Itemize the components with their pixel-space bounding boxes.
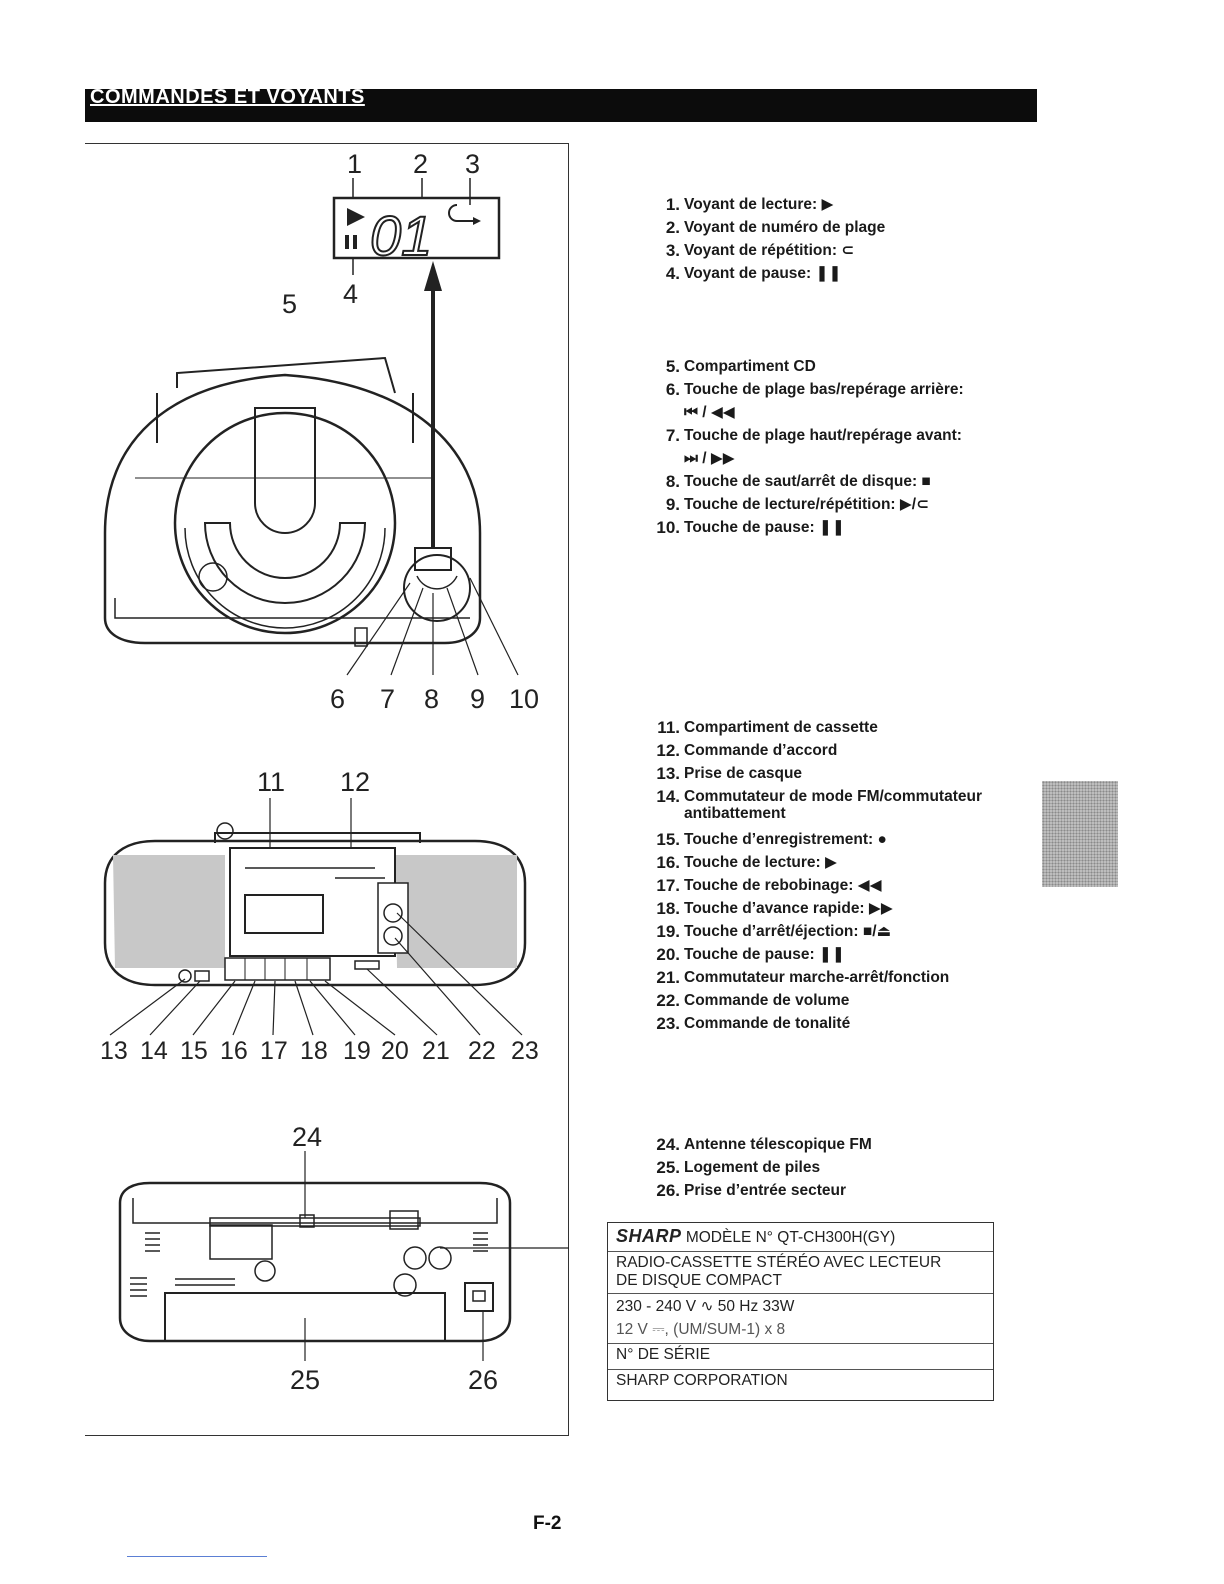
- callout-15: 15: [180, 1037, 208, 1065]
- tape-keys: [224, 957, 331, 981]
- legend-item: 6.Touche de plage bas/repérage arrière:⏮…: [665, 380, 964, 421]
- callout-3: 3: [465, 149, 480, 179]
- legend-item: 8.Touche de saut/arrêt de disque: ■: [665, 472, 931, 491]
- ac-power-rating: 230 - 240 V ∿ 50 Hz 33W: [616, 1298, 795, 1315]
- device-diagram: 01 1 2 3 4 5 6 7 8 9 10 11 12: [100, 149, 569, 1395]
- serial-number-label: N° DE SÉRIE: [616, 1346, 711, 1363]
- brand-logo: SHARP: [616, 1226, 682, 1246]
- front-view-illustration: [103, 822, 527, 987]
- ac-socket: [464, 1282, 494, 1312]
- page-number: F-2: [533, 1513, 562, 1534]
- frame-border-right: [568, 143, 569, 1436]
- legend-item: 10.Touche de pause: ❚❚: [656, 518, 845, 537]
- legend-item: 5.Compartiment CD: [665, 357, 816, 376]
- cassette-window: [244, 894, 324, 934]
- callout-9: 9: [470, 684, 485, 714]
- callout-2: 2: [413, 149, 428, 179]
- callout-20: 20: [381, 1037, 409, 1065]
- callout-14: 14: [140, 1037, 168, 1065]
- legend-item: 21.Commutateur marche-arrêt/fonction: [656, 968, 950, 987]
- lcd-display: 01: [332, 196, 501, 268]
- manufacturer: SHARP CORPORATION: [616, 1372, 788, 1389]
- legend-item: 19.Touche d’arrêt/éjection: ■/⏏: [656, 922, 892, 941]
- track-number-display: 01: [370, 204, 432, 267]
- legend-item: 17.Touche de rebobinage: ◀◀: [656, 876, 882, 895]
- legend-item: 23.Commande de tonalité: [656, 1014, 851, 1033]
- callout-6: 6: [330, 684, 345, 714]
- callout-21: 21: [422, 1037, 450, 1065]
- rating-plate: SHARP MODÈLE N° QT-CH300H(GY) RADIO-CASS…: [607, 1222, 994, 1401]
- callout-5: 5: [282, 289, 297, 319]
- callout-4: 4: [343, 279, 358, 309]
- legend-item: 13.Prise de casque: [656, 764, 803, 783]
- legend-item: 9.Touche de lecture/répétition: ▶/⊂: [665, 495, 930, 514]
- callout-8: 8: [424, 684, 439, 714]
- callout-12: 12: [340, 767, 370, 797]
- callout-7: 7: [380, 684, 395, 714]
- frame-border-top: [85, 143, 569, 144]
- callout-1: 1: [347, 149, 362, 179]
- callout-13: 13: [100, 1037, 128, 1065]
- model-number: MODÈLE N° QT-CH300H(GY): [685, 1229, 896, 1246]
- section-header-bar: [85, 89, 1037, 122]
- volume-knob: [383, 903, 403, 923]
- left-speaker-grille: [113, 855, 225, 968]
- callout-19: 19: [343, 1037, 371, 1065]
- legend-item: 15.Touche d’enregistrement: ●: [656, 830, 887, 849]
- legend-display-indicators: 1.Voyant de lecture: ▶ 2.Voyant de numér…: [642, 193, 1032, 285]
- legend-item: 18.Touche d’avance rapide: ▶▶: [656, 899, 893, 918]
- legend-item: 16.Touche de lecture: ▶: [656, 853, 837, 872]
- callout-26: 26: [468, 1365, 498, 1395]
- callout-11: 11: [257, 767, 285, 797]
- tone-knob: [383, 926, 403, 946]
- frame-border-bottom: [85, 1435, 569, 1436]
- legend-back-controls: 24.Antenne télescopique FM 25.Logement d…: [642, 1133, 1032, 1202]
- footer-rule: [127, 1556, 267, 1557]
- legend-item: 26.Prise d’entrée secteur: [656, 1181, 846, 1200]
- legend-item: 2.Voyant de numéro de plage: [665, 218, 886, 237]
- product-description-2: DE DISQUE COMPACT: [616, 1272, 782, 1289]
- cd-player-illustration: [103, 356, 482, 647]
- section-title: COMMANDES ET VOYANTS: [90, 86, 365, 108]
- legend-item: 11.Compartiment de cassette: [657, 718, 878, 737]
- right-speaker-grille: [395, 855, 517, 968]
- legend-item: 22.Commande de volume: [656, 991, 850, 1010]
- legend-front-controls: 11.Compartiment de cassette 12.Commande …: [642, 716, 1042, 1035]
- callout-22: 22: [468, 1037, 496, 1065]
- legend-item: 12.Commande d’accord: [656, 741, 838, 760]
- legend-item: 4.Voyant de pause: ❚❚: [665, 264, 842, 283]
- rating-plate-model-row: SHARP MODÈLE N° QT-CH300H(GY): [616, 1226, 895, 1247]
- legend-item: 7.Touche de plage haut/repérage avant:⏭ …: [665, 426, 962, 467]
- legend-item: 25.Logement de piles: [656, 1158, 821, 1177]
- arrow-up-icon: [424, 261, 442, 291]
- legend-item: 24.Antenne télescopique FM: [656, 1135, 872, 1154]
- callout-25: 25: [290, 1365, 320, 1395]
- legend-item: 20.Touche de pause: ❚❚: [656, 945, 845, 964]
- legend-item: 3.Voyant de répétition: ⊂: [665, 241, 855, 260]
- callout-10: 10: [509, 684, 539, 714]
- back-view-illustration: [118, 1181, 512, 1343]
- callout-17: 17: [260, 1037, 288, 1065]
- cd-lid: [173, 411, 397, 635]
- product-description-1: RADIO-CASSETTE STÉRÉO AVEC LECTEUR: [616, 1254, 942, 1271]
- callout-16: 16: [220, 1037, 248, 1065]
- repeat-indicator-icon: [448, 204, 479, 222]
- legend-cd-controls: 5.Compartiment CD 6.Touche de plage bas/…: [642, 355, 1032, 539]
- dc-power-rating: 12 V ⎓, (UM/SUM-1) x 8: [616, 1321, 786, 1338]
- page-edge-tab: [1042, 781, 1118, 887]
- callout-24: 24: [292, 1122, 322, 1152]
- pause-indicator-icon: [345, 235, 349, 249]
- callout-23: 23: [511, 1037, 539, 1065]
- play-indicator-icon: [347, 208, 365, 226]
- legend-item: 1.Voyant de lecture: ▶: [665, 195, 834, 214]
- callout-18: 18: [300, 1037, 328, 1065]
